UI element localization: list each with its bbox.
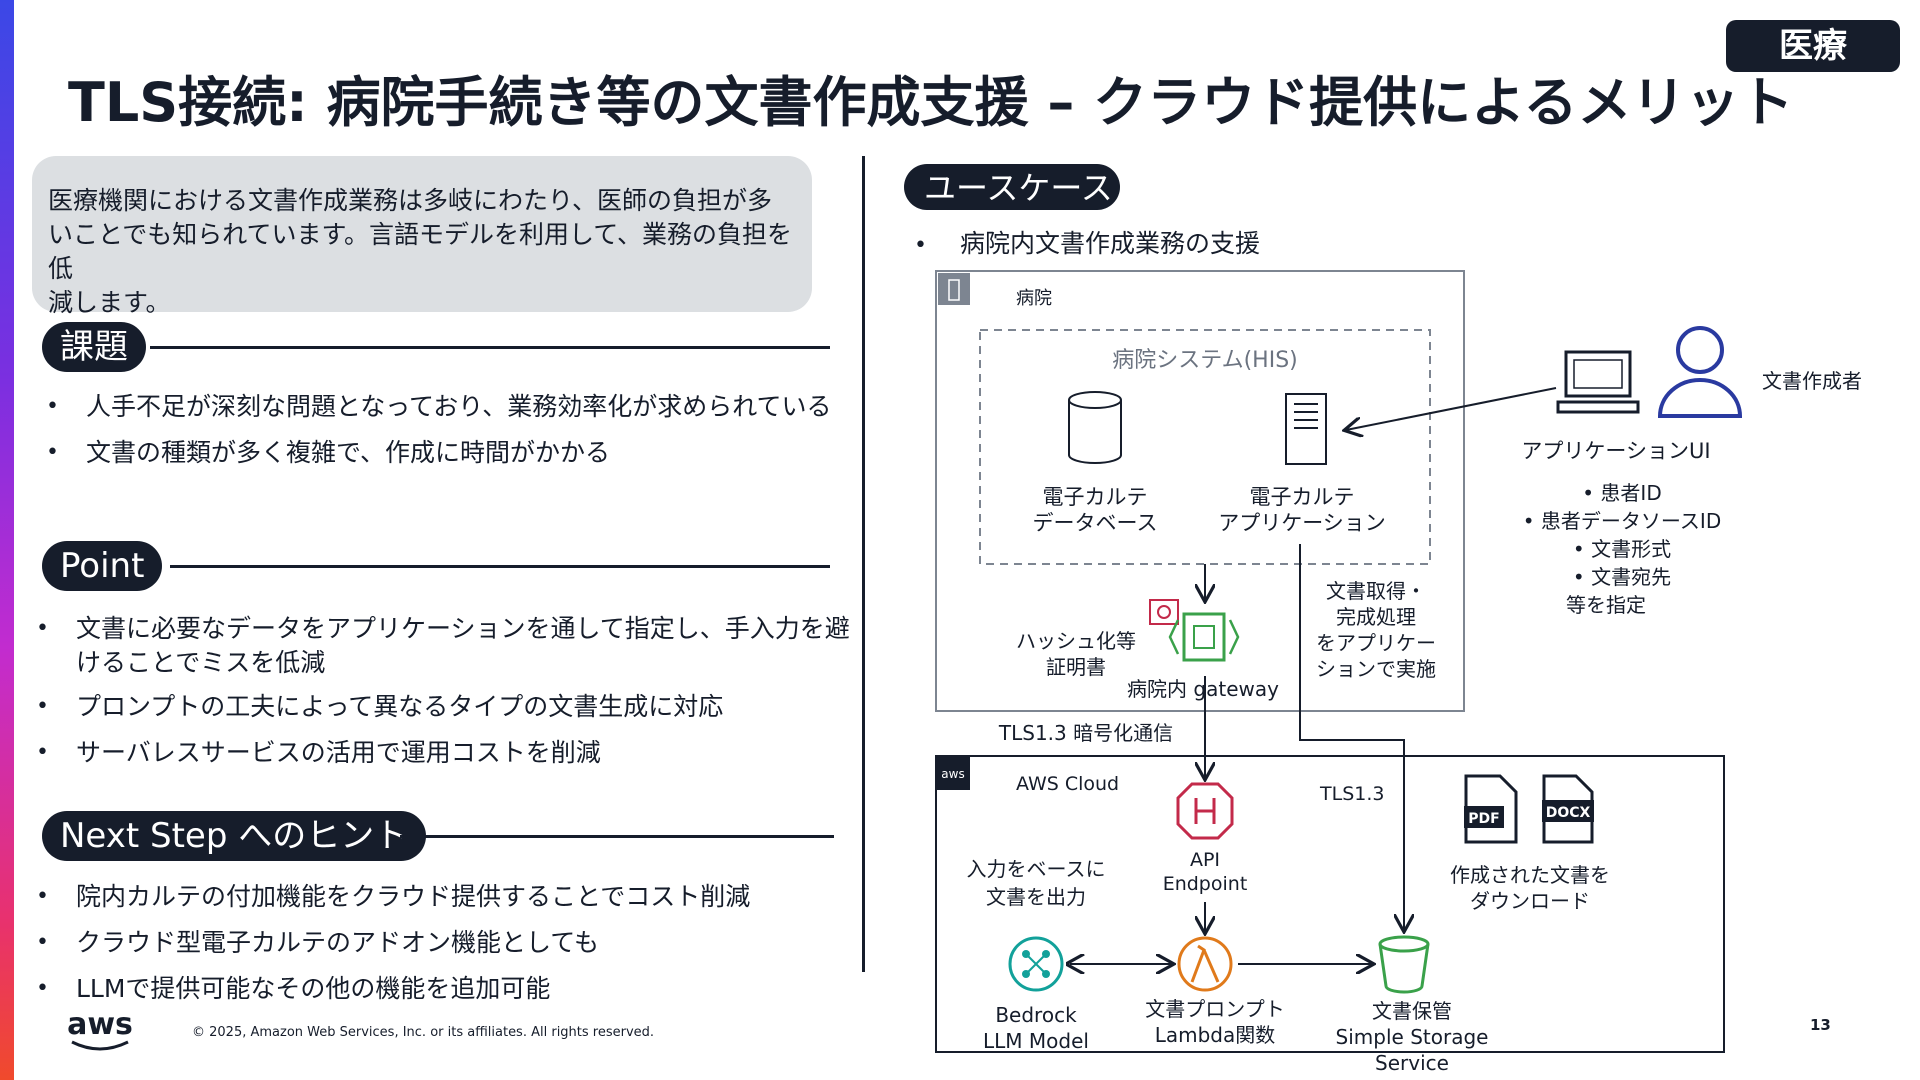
s3-bucket-icon [1378, 935, 1430, 994]
left-accent-bar [0, 0, 14, 1080]
list-item: 院内カルテの付加機能をクラウド提供することでコスト削減 [32, 880, 852, 914]
user-icon [1657, 326, 1743, 418]
copyright: © 2025, Amazon Web Services, Inc. or its… [192, 1025, 655, 1040]
issues-list: 人手不足が深刻な問題となっており、業務効率化が求められている 文書の種類が多く複… [42, 390, 842, 482]
ui-item: • 患者ID [1582, 481, 1661, 505]
page-number: 13 [1810, 1016, 1831, 1034]
lambda-label-2: Lambda関数 [1155, 1023, 1276, 1047]
list-item: 人手不足が深刻な問題となっており、業務効率化が求められている [42, 390, 842, 424]
docx-icon [1542, 774, 1594, 844]
finish-label-1: 文書取得・ [1326, 579, 1426, 603]
s3-label-3: Service [1375, 1051, 1449, 1075]
pdf-icon [1464, 774, 1518, 844]
aws-logo-smile [71, 1040, 129, 1051]
usecase-item: 病院内文書作成業務の支援 [960, 229, 1260, 258]
page-title: TLS接続: 病院手続き等の文書作成支援 – クラウド提供によるメリット [68, 71, 1794, 134]
intro-line: 減します。 [48, 288, 171, 317]
bedrock-icon [1008, 936, 1064, 992]
api-endpoint-icon [1176, 782, 1234, 840]
gateway-icon [1168, 612, 1240, 662]
finish-label-4: ションで実施 [1316, 657, 1436, 681]
db-label-1: 電子カルテ [1043, 485, 1148, 509]
download-label-2: ダウンロード [1470, 889, 1590, 913]
lambda-icon [1177, 936, 1233, 992]
gateway-label: 病院内 gateway [1127, 677, 1279, 701]
s3-label-2: Simple Storage [1336, 1025, 1489, 1049]
list-item: 文書の種類が多く複雑で、作成に時間がかかる [42, 436, 842, 470]
his-label: 病院システム(HIS) [1112, 348, 1298, 373]
list-item: 文書に必要なデータをアプリケーションを通して指定し、手入力を避けることでミスを低… [32, 612, 852, 680]
app-label-2: アプリケーション [1218, 511, 1386, 535]
usecase-pill [904, 164, 1120, 210]
point-list: 文書に必要なデータをアプリケーションを通して指定し、手入力を避けることでミスを低… [32, 612, 852, 782]
section-issues-label: 課題 [42, 322, 146, 372]
intro-line: 医療機関における文書作成業務は多岐にわたり、医師の負担が多 [48, 186, 773, 215]
hash-label-2: 証明書 [1046, 655, 1106, 679]
next-list: 院内カルテの付加機能をクラウド提供することでコスト削減 クラウド型電子カルテのア… [32, 880, 852, 1018]
list-item: プロンプトの工夫によって異なるタイプの文書生成に対応 [32, 690, 852, 724]
intro-box: 医療機関における文書作成業務は多岐にわたり、医師の負担が多 いことでも知られてい… [32, 156, 812, 317]
ui-item: • 文書形式 [1573, 537, 1671, 561]
api-label-2: Endpoint [1163, 873, 1248, 895]
finish-label-3: をアプリケー [1316, 631, 1436, 655]
section-issues-line [150, 346, 830, 349]
aws-cloud-label: AWS Cloud [1016, 773, 1119, 795]
server-icon [1285, 393, 1327, 465]
aws-cloud-box [935, 755, 1725, 1053]
input-label-1: 入力をベースに [967, 857, 1106, 881]
s3-label-1: 文書保管 [1372, 999, 1452, 1023]
db-label-2: データベース [1033, 511, 1158, 535]
app-ui-label: アプリケーションUI [1521, 439, 1710, 463]
list-item: LLMで提供可能なその他の機能を追加可能 [32, 972, 852, 1006]
section-next-line [400, 835, 834, 838]
section-next-label: Next Step へのヒント [42, 811, 427, 861]
finish-label-2: 完成処理 [1336, 605, 1416, 629]
usecase-label: ユースケース [924, 169, 1113, 207]
category-badge: 医療 [1726, 20, 1900, 72]
input-label-2: 文書を出力 [986, 885, 1086, 909]
laptop-icon [1556, 350, 1640, 414]
aws-logo: aws [67, 1007, 133, 1042]
ui-item: 等を指定 [1566, 593, 1646, 617]
bedrock-label-1: Bedrock [995, 1003, 1077, 1027]
hospital-label: 病院 [1016, 288, 1052, 309]
database-icon [1068, 391, 1122, 464]
his-box [979, 329, 1431, 565]
pdf-text: PDF [1468, 811, 1499, 827]
app-label-1: 電子カルテ [1250, 485, 1355, 509]
section-point-label: Point [42, 541, 163, 591]
tls-short-label: TLS1.3 [1319, 783, 1384, 805]
usecase-bullet: • [914, 233, 927, 258]
list-item: サーバレスサービスの活用で運用コストを削減 [32, 736, 852, 770]
api-label-1: API [1190, 849, 1220, 871]
hospital-box [935, 270, 1465, 712]
hash-label-1: ハッシュ化等 [1016, 629, 1136, 653]
docx-text: DOCX [1546, 805, 1591, 821]
certificate-icon [1149, 599, 1179, 625]
aws-cloud-icon [936, 756, 970, 790]
ui-item: • 患者データソースID [1523, 509, 1721, 533]
list-item: クラウド型電子カルテのアドオン機能としても [32, 926, 852, 960]
vertical-divider [862, 156, 865, 972]
tls-main-label: TLS1.3 暗号化通信 [998, 721, 1173, 745]
download-label-1: 作成された文書を [1450, 863, 1610, 887]
ui-item: • 文書宛先 [1573, 565, 1671, 589]
bedrock-label-2: LLM Model [983, 1029, 1089, 1053]
intro-line: いことでも知られています。言語モデルを利用して、業務の負担を低 [48, 220, 793, 283]
author-label: 文書作成者 [1762, 369, 1862, 393]
aws-small-label: aws [941, 767, 964, 781]
section-point-line [170, 565, 830, 568]
lambda-label-1: 文書プロンプト [1145, 997, 1284, 1021]
